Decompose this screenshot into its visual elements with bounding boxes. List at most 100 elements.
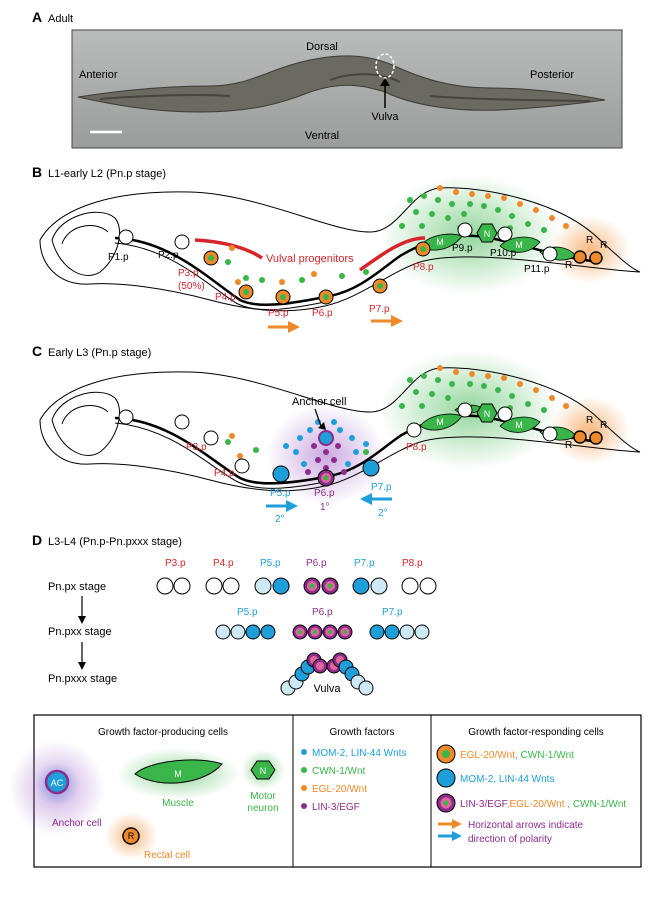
label-p4p-c: P4.p <box>214 468 235 479</box>
panel-a-letter: A <box>32 9 42 25</box>
label-p7p: P7.p <box>369 304 390 315</box>
label-p5p-c: P5.p <box>270 488 291 499</box>
legend-motor-label-1: Motor <box>250 791 276 802</box>
polarity-arrows-c <box>266 493 392 512</box>
label-p8p-c: P8.p <box>406 442 427 453</box>
panel-d-title: L3-L4 (Pn.p-Pn.pxxx stage) <box>48 536 182 548</box>
svg-text:P6.p: P6.p <box>306 558 327 569</box>
svg-text:M: M <box>174 769 182 779</box>
svg-text:N: N <box>484 229 491 239</box>
svg-text:Horizontal arrows indicate: Horizontal arrows indicate <box>468 820 583 831</box>
label-p8p: P8.p <box>413 262 434 273</box>
panel-a-title: Adult <box>48 13 73 25</box>
svg-text:P5.p: P5.p <box>260 558 281 569</box>
label-posterior: Posterior <box>530 69 574 81</box>
pnp-cells-c <box>118 402 603 487</box>
motor-neuron-b <box>476 223 498 243</box>
label-p1p: P1.p <box>108 252 129 263</box>
label-p3p: P3.p <box>178 268 199 279</box>
panel-b: B L1-early L2 (Pn.p stage) Vulval progen… <box>32 164 641 333</box>
label-p4p: P4.p <box>215 292 236 303</box>
legend-rectal-cell <box>122 827 140 845</box>
egl20-dots-b <box>229 185 569 285</box>
svg-text:MOM-2, LIN-44 Wnts: MOM-2, LIN-44 Wnts <box>312 748 406 759</box>
svg-text:P5.p: P5.p <box>237 607 258 618</box>
panel-b-letter: B <box>32 164 42 180</box>
svg-text:R: R <box>565 260 572 271</box>
fate-p5p: 2° <box>275 514 285 525</box>
svg-text:P4.p: P4.p <box>213 558 234 569</box>
svg-text:N: N <box>260 766 267 776</box>
svg-text:M: M <box>515 420 523 430</box>
legend-muscle <box>134 759 223 784</box>
vulva-arch <box>280 652 374 696</box>
motor-neuron-c <box>476 403 498 423</box>
label-p9p: P9.p <box>452 243 473 254</box>
legend-factors-title: Growth factors <box>329 727 394 738</box>
cwn-dots-b <box>225 193 547 283</box>
svg-text:N: N <box>484 409 491 419</box>
label-vulva-a: Vulva <box>371 111 399 123</box>
legend: Growth factor-producing cells AC Anchor … <box>9 714 642 868</box>
panel-c-letter: C <box>32 343 42 359</box>
svg-text:M: M <box>515 240 523 250</box>
label-anterior: Anterior <box>79 69 118 81</box>
svg-text:R: R <box>586 415 593 426</box>
panel-d-letter: D <box>32 532 42 548</box>
label-p11p: P11.p <box>524 264 550 275</box>
polarity-arrows-b <box>268 315 403 333</box>
anchor-cell-c <box>318 430 334 446</box>
svg-text:LIN-3/EGF,EGL-20/Wnt , CWN-1/W: LIN-3/EGF,EGL-20/Wnt , CWN-1/Wnt <box>460 799 626 810</box>
legend-anchor-cell <box>44 769 70 795</box>
fate-p6p: 1° <box>320 502 330 513</box>
label-p7p-c: P7.p <box>371 482 392 493</box>
fate-p7p: 2° <box>378 508 388 519</box>
svg-text:P6.p: P6.p <box>312 607 333 618</box>
vulval-progenitors-label: Vulval progenitors <box>266 253 354 265</box>
label-p2p: P2.p <box>158 250 179 261</box>
label-p6p-c: P6.p <box>314 488 335 499</box>
stage-pxxx: Pn.pxxx stage <box>48 673 117 685</box>
stage-px: Pn.px stage <box>48 581 106 593</box>
legend-producing-title: Growth factor-producing cells <box>98 727 228 738</box>
panel-d: D L3-L4 (Pn.p-Pn.pxxx stage) Pn.px stage… <box>32 532 437 696</box>
row-pxx-cells <box>215 624 430 640</box>
legend-motor-neuron <box>250 760 276 780</box>
label-dorsal: Dorsal <box>306 41 338 53</box>
panel-c-title: Early L3 (Pn.p stage) <box>48 347 151 359</box>
legend-motor-label-2: neuron <box>247 803 278 814</box>
label-p3p-pct: (50%) <box>178 281 205 292</box>
legend-rectal-label: Rectal cell <box>144 850 190 861</box>
svg-text:LIN-3/EGF: LIN-3/EGF <box>312 802 360 813</box>
svg-text:P3.p: P3.p <box>165 558 186 569</box>
label-p10p: P10.p <box>490 248 517 259</box>
svg-text:R: R <box>600 420 607 431</box>
vulva-label-d: Vulva <box>313 683 341 695</box>
label-p3p-c: P3.p <box>186 442 207 453</box>
svg-text:R: R <box>600 240 607 251</box>
svg-text:EGL-20/Wnt, CWN-1/Wnt: EGL-20/Wnt, CWN-1/Wnt <box>460 750 574 761</box>
svg-text:M: M <box>436 417 444 427</box>
svg-text:EGL-20/Wnt: EGL-20/Wnt <box>312 784 367 795</box>
stage-pxx: Pn.pxx stage <box>48 626 112 638</box>
panel-c: C Early L3 (Pn.p stage) M M M N <box>32 343 641 525</box>
svg-text:R: R <box>565 440 572 451</box>
svg-text:P7.p: P7.p <box>382 607 403 618</box>
label-ventral: Ventral <box>305 130 339 142</box>
panel-a: A Adult Vulva Dorsal Ventral Anterior Po… <box>32 9 623 149</box>
legend-muscle-label: Muscle <box>162 798 194 809</box>
svg-text:MOM-2, LIN-44 Wnts: MOM-2, LIN-44 Wnts <box>460 774 554 785</box>
svg-text:direction of polarity: direction of polarity <box>468 834 552 845</box>
svg-text:AC: AC <box>51 778 64 788</box>
panel-b-title: L1-early L2 (Pn.p stage) <box>48 168 166 180</box>
svg-text:P8.p: P8.p <box>402 558 423 569</box>
svg-text:M: M <box>436 237 444 247</box>
legend-responding-title: Growth factor-responding cells <box>468 727 604 738</box>
svg-text:CWN-1/Wnt: CWN-1/Wnt <box>312 766 366 777</box>
anchor-cell-label: Anchor cell <box>292 396 346 408</box>
svg-text:R: R <box>128 831 135 841</box>
label-p5p: P5.p <box>268 308 289 319</box>
svg-text:P7.p: P7.p <box>354 558 375 569</box>
row-px-cells <box>156 577 437 595</box>
worm-outline-c <box>39 367 641 492</box>
